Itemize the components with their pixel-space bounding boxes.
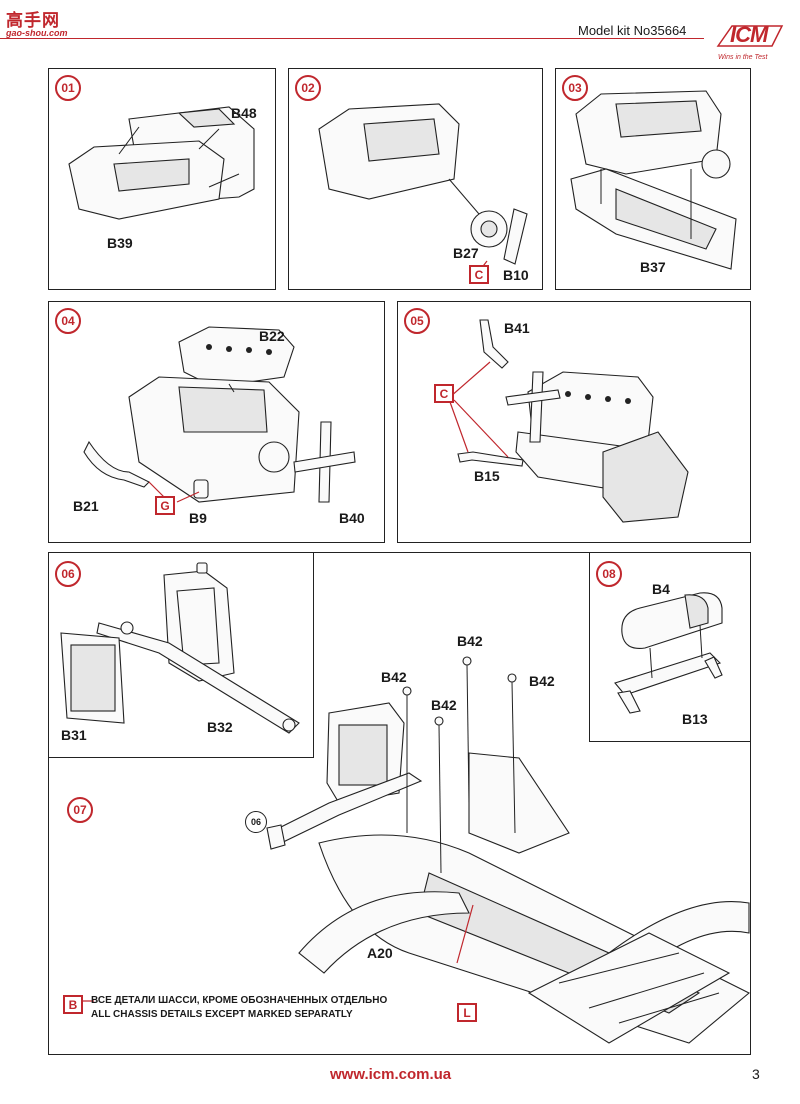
page-number: 3 <box>752 1066 760 1082</box>
part-label-b42-left: B42 <box>381 669 407 685</box>
tag-c-step-02: C <box>469 265 489 284</box>
step-03-number: 03 <box>562 75 588 101</box>
reference-step-06: 06 <box>245 811 267 833</box>
part-label-b9: B9 <box>189 510 207 526</box>
step-01-drawing <box>68 106 255 220</box>
step-05-number: 05 <box>404 308 430 334</box>
tag-g-step-04: G <box>155 496 175 515</box>
step-04-drawing <box>83 326 356 503</box>
watermark-url: gao-shou.com <box>6 28 68 38</box>
part-label-b31: B31 <box>61 727 87 743</box>
watermark-text: 高手网 <box>6 11 60 31</box>
tag-c-step-05: C <box>434 384 454 403</box>
step-06-drawing <box>60 562 300 734</box>
note-english: ALL CHASSIS DETAILS EXCEPT MARKED SEPARA… <box>91 1009 353 1020</box>
step-01-number: 01 <box>55 75 81 101</box>
part-label-b10: B10 <box>503 267 529 283</box>
part-label-b22: B22 <box>259 328 285 344</box>
part-label-b48: B48 <box>231 105 257 121</box>
step-04-number: 04 <box>55 308 81 334</box>
step-06-panel: 06 B31 B32 <box>48 552 314 758</box>
watermark-logo: 高手网 gao-shou.com <box>6 6 76 40</box>
step-03-drawing <box>570 90 737 270</box>
part-label-b37: B37 <box>640 259 666 275</box>
part-label-b13: B13 <box>682 711 708 727</box>
step-04-panel: 04 B22 B21 G B9 B40 <box>48 301 385 543</box>
part-label-b4: B4 <box>652 581 670 597</box>
part-label-b15: B15 <box>474 468 500 484</box>
note-russian: ВСЕ ДЕТАЛИ ШАССИ, КРОМЕ ОБОЗНАЧЕННЫХ ОТД… <box>91 995 388 1006</box>
part-label-b42-right: B42 <box>529 673 555 689</box>
step-07-drawing <box>69 656 750 1044</box>
footer-website-link[interactable]: www.icm.com.ua <box>330 1066 452 1083</box>
step-02-drawing <box>318 103 528 275</box>
logo-emblem-icon <box>716 25 784 47</box>
part-label-b32: B32 <box>207 719 233 735</box>
tag-l-step-07: L <box>457 1003 477 1022</box>
note-tag-b: B <box>63 995 83 1014</box>
step-08-number: 08 <box>596 561 622 587</box>
part-label-b21: B21 <box>73 498 99 514</box>
step-03-panel: 03 B37 <box>555 68 751 290</box>
part-label-a20: A20 <box>367 945 393 961</box>
step-01-panel: 01 B48 B39 <box>48 68 276 290</box>
step-02-panel: 02 B27 C B10 <box>288 68 543 290</box>
part-label-b42-center: B42 <box>431 697 457 713</box>
part-label-b42-top: B42 <box>457 633 483 649</box>
step-08-drawing <box>614 592 723 714</box>
header-rule <box>0 38 704 39</box>
step-05-panel: 05 B41 C B15 <box>397 301 751 543</box>
step-02-number: 02 <box>295 75 321 101</box>
step-06-number: 06 <box>55 561 81 587</box>
step-07-number: 07 <box>67 797 93 823</box>
logo-text: ICM <box>730 22 768 47</box>
part-label-b39: B39 <box>107 235 133 251</box>
model-kit-number: Model kit No35664 <box>578 23 687 38</box>
step-08-panel: 08 B4 B13 <box>589 552 751 742</box>
part-label-b27: B27 <box>453 245 479 261</box>
part-label-b41: B41 <box>504 320 530 336</box>
part-label-b40: B40 <box>339 510 365 526</box>
icm-logo: ICM Wins in the Test <box>712 16 788 66</box>
logo-tagline: Wins in the Test <box>718 54 768 61</box>
step-05-drawing <box>449 319 689 523</box>
